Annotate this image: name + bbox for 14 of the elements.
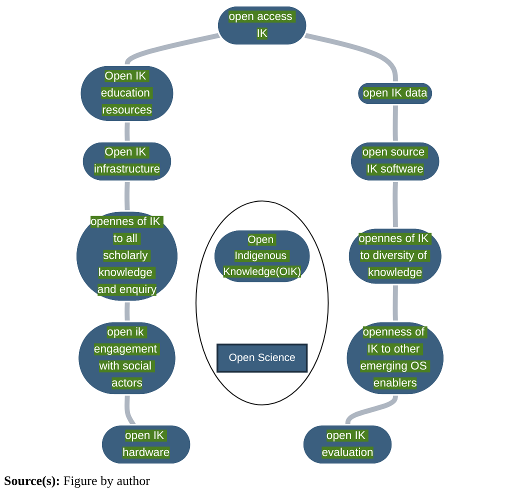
oval-node: open IK evaluation: [302, 424, 394, 466]
oval-node: opennes of IK to all scholarly knowledge and enquiry: [74, 210, 179, 302]
oval-node: Open Indigenous Knowledge(OIK): [212, 228, 312, 284]
oval-node: open source IK software: [349, 140, 441, 182]
oval-node: open access IK: [216, 4, 308, 46]
oval-node: open IK hardware: [100, 424, 192, 466]
oval-node: Open IK education resources: [79, 64, 175, 122]
oval-node: open ik engagement with social actors: [77, 320, 177, 396]
oval-node: openness of IK to other emerging OS enablers: [345, 320, 446, 396]
rectangle-node: Open Science: [216, 344, 308, 373]
oval-node: opennes of IK to diversity of knowledge: [347, 227, 443, 286]
caption: Source(s): Figure by author: [4, 473, 150, 489]
oval-node: open IK data: [356, 81, 434, 106]
oval-node: Open IK infrastructure: [81, 140, 173, 182]
